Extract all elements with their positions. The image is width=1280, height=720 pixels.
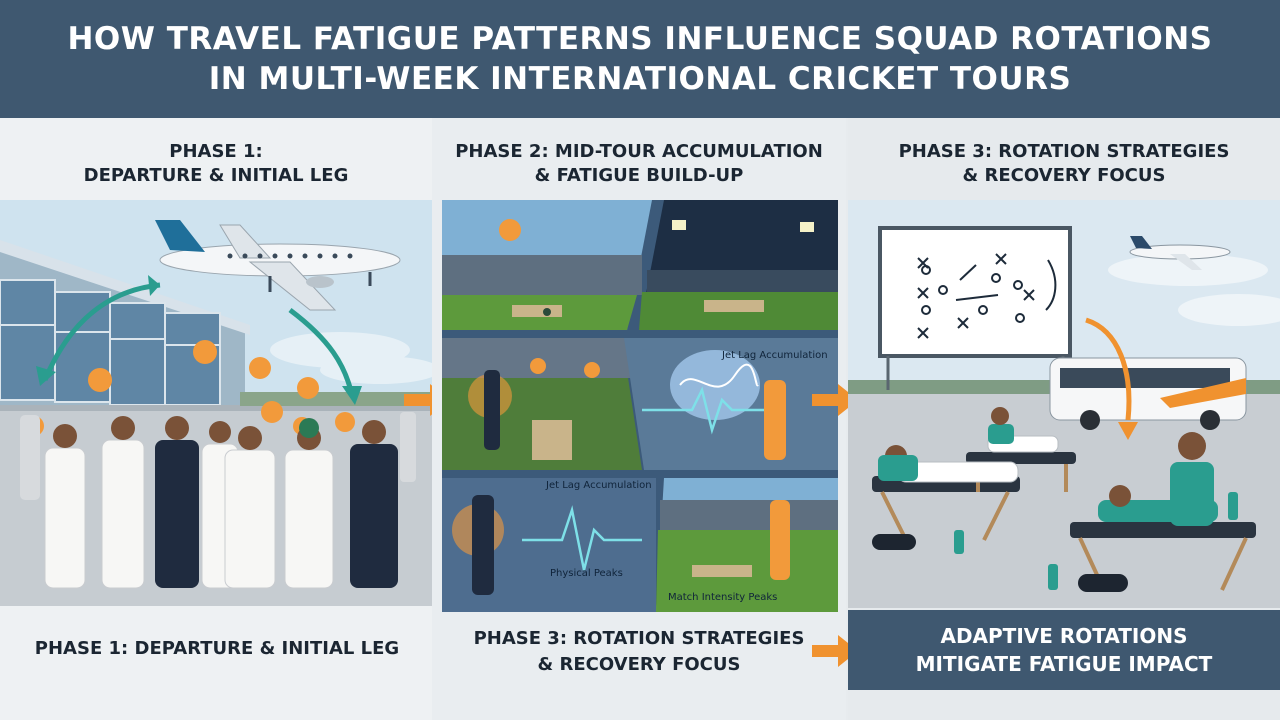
fatigue-collage: Jet Lag Accumulation Jet Lag Accumulatio… [442, 200, 838, 612]
conclusion-line2: MITIGATE FATIGUE IMPACT [915, 652, 1213, 676]
phase1-caption: PHASE 1: DEPARTURE & INITIAL LEG [34, 638, 400, 659]
phase1-heading-line2: DEPARTURE & INITIAL LEG [83, 165, 349, 186]
tactics-board-icon [878, 226, 1072, 390]
match-intensity-label: Match Intensity Peaks [668, 592, 777, 603]
conclusion-box: ADAPTIVE ROTATIONS MITIGATE FATIGUE IMPA… [848, 610, 1280, 690]
phase2-heading-line1: PHASE 2: MID-TOUR ACCUMULATION [455, 141, 823, 162]
brain-icon [670, 350, 760, 420]
phase1-heading: PHASE 1: DEPARTURE & INITIAL LEG [0, 140, 432, 188]
heartbeat-icon [642, 386, 782, 435]
departure-illustration [0, 200, 432, 606]
physical-peaks-label: Physical Peaks [550, 568, 623, 579]
jetlag-label-top: Jet Lag Accumulation [721, 350, 828, 361]
bus-icon [1049, 357, 1247, 430]
title-banner: HOW TRAVEL FATIGUE PATTERNS INFLUENCE SQ… [0, 0, 1280, 118]
airplane-icon [155, 220, 401, 311]
phase2-heading-line2: & FATIGUE BUILD-UP [534, 165, 744, 186]
recovery-illustration [848, 200, 1280, 608]
heartbeat-icon [522, 505, 642, 571]
phase3-caption: PHASE 3: ROTATION STRATEGIES & RECOVERY … [436, 626, 842, 678]
title-line-2: IN MULTI-WEEK INTERNATIONAL CRICKET TOUR… [208, 61, 1072, 97]
phase3-caption-line2: & RECOVERY FOCUS [537, 654, 741, 675]
stadium-light-icon [672, 220, 814, 232]
title-line-1: HOW TRAVEL FATIGUE PATTERNS INFLUENCE SQ… [67, 21, 1213, 57]
phase1-heading-line1: PHASE 1: [169, 141, 263, 162]
conclusion-line1: ADAPTIVE ROTATIONS [940, 624, 1188, 648]
phase2-heading: PHASE 2: MID-TOUR ACCUMULATION & FATIGUE… [432, 140, 846, 188]
phase3-caption-line1: PHASE 3: ROTATION STRATEGIES [473, 628, 805, 649]
phase3-heading: PHASE 3: ROTATION STRATEGIES & RECOVERY … [848, 140, 1280, 188]
tired-face-icon [499, 219, 521, 241]
phase2-column: PHASE 2: MID-TOUR ACCUMULATION & FATIGUE… [432, 118, 846, 720]
phase3-heading-line1: PHASE 3: ROTATION STRATEGIES [898, 141, 1230, 162]
phase1-column: PHASE 1: DEPARTURE & INITIAL LEG [0, 118, 432, 720]
jetlag-label-bottom: Jet Lag Accumulation [545, 480, 652, 491]
airplane-icon [1129, 236, 1231, 270]
phase3-heading-line2: & RECOVERY FOCUS [962, 165, 1166, 186]
cricket-players [20, 412, 416, 589]
